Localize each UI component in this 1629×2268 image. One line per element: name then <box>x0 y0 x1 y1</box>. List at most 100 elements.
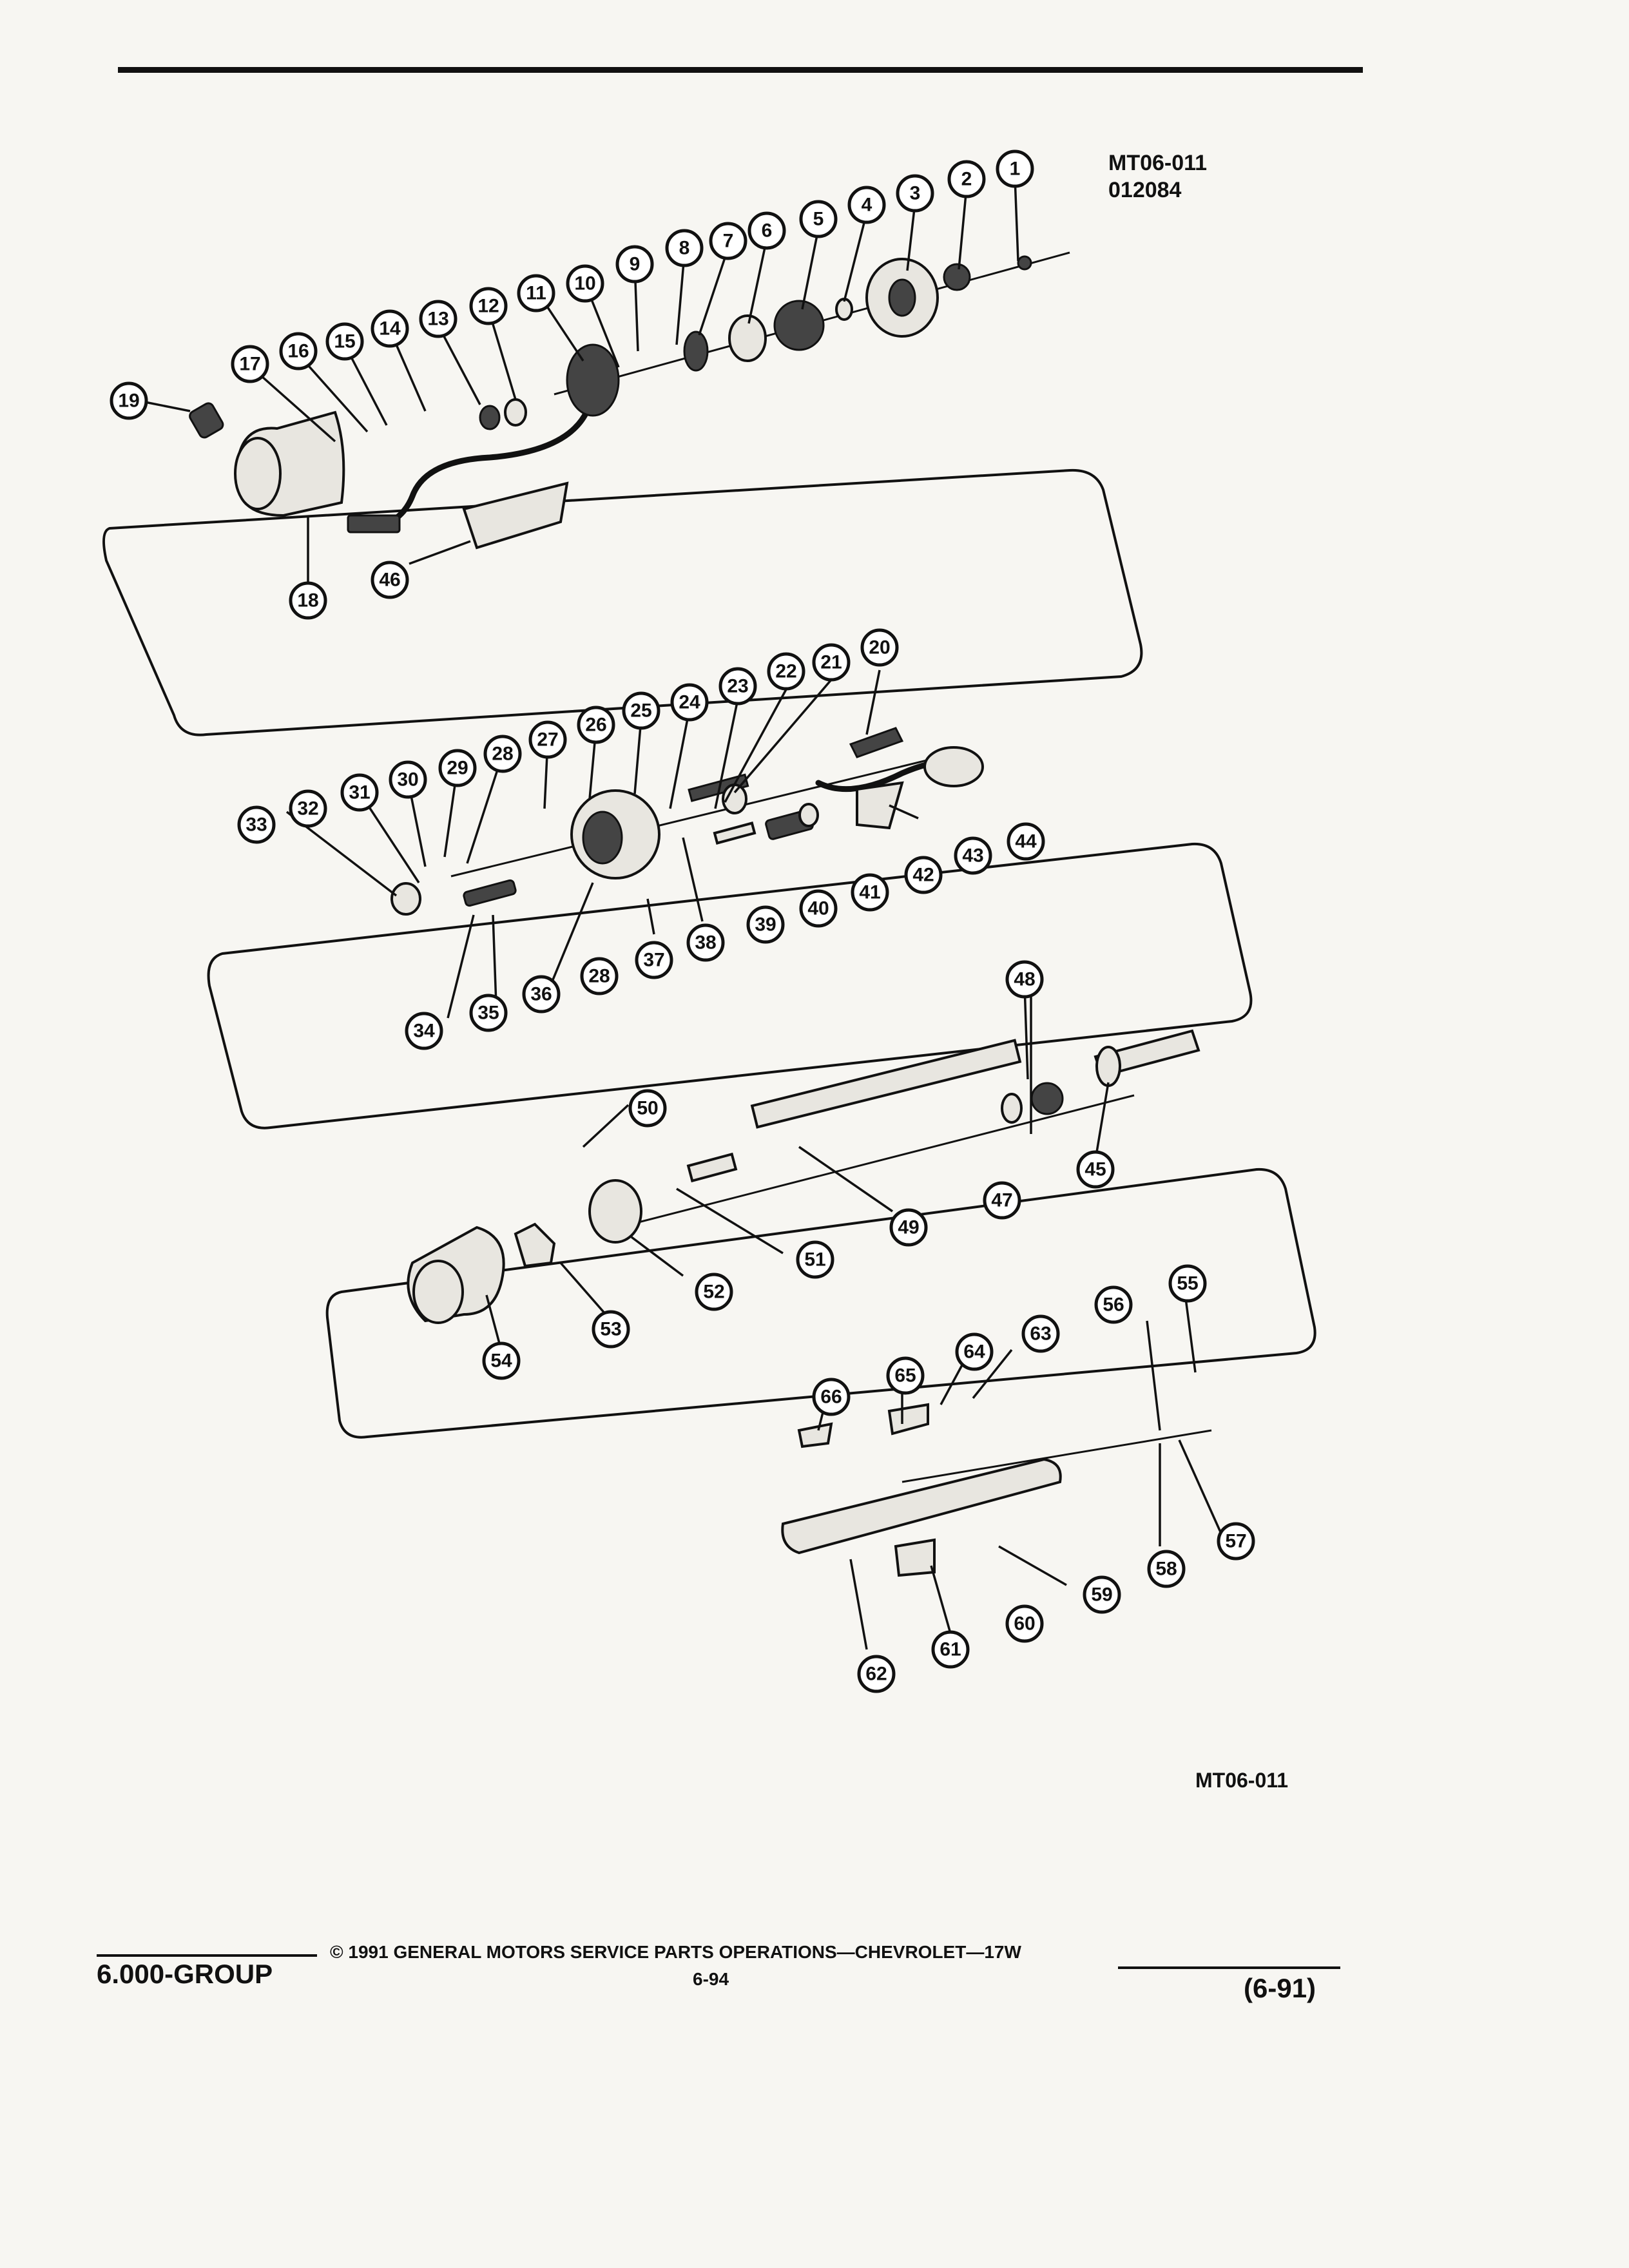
callout-1: 1 <box>996 149 1034 188</box>
callout-63: 63 <box>1021 1314 1060 1353</box>
panel-lower <box>325 1168 1316 1439</box>
svg-text:52: 52 <box>703 1282 724 1303</box>
turn-signal-switch-part <box>566 343 620 417</box>
wiring-harness-part <box>347 409 590 533</box>
svg-text:33: 33 <box>246 814 267 836</box>
callout-19: 19 <box>110 381 148 420</box>
bracket-part-2 <box>797 1422 833 1448</box>
svg-text:66: 66 <box>820 1387 842 1408</box>
callout-16: 16 <box>279 332 318 370</box>
callout-6: 6 <box>747 211 786 250</box>
callout-54: 54 <box>482 1341 521 1380</box>
callout-7: 7 <box>709 222 747 260</box>
lock-cylinder-part <box>189 402 224 439</box>
axis-row3 <box>605 1094 1135 1232</box>
figure-code-header: MT06-011 012084 <box>1108 149 1207 204</box>
callout-47: 47 <box>983 1181 1021 1220</box>
support-part <box>588 1179 642 1244</box>
callout-17: 17 <box>231 345 269 383</box>
callout-46: 46 <box>371 561 409 599</box>
shaft-bolt-part <box>713 822 757 845</box>
callout-28-upper: 28 <box>483 735 522 773</box>
svg-text:11: 11 <box>526 283 546 304</box>
svg-text:42: 42 <box>912 865 934 886</box>
svg-text:16: 16 <box>287 341 309 362</box>
lock-plate-part <box>773 300 825 351</box>
svg-text:31: 31 <box>349 782 370 803</box>
sleeve-part <box>686 1152 738 1183</box>
svg-text:40: 40 <box>807 898 829 919</box>
svg-text:28: 28 <box>492 744 513 765</box>
callout-2: 2 <box>947 160 986 198</box>
callout-13: 13 <box>419 300 458 338</box>
svg-text:14: 14 <box>379 318 401 340</box>
svg-text:50: 50 <box>637 1098 658 1119</box>
callout-60: 60 <box>1005 1604 1044 1643</box>
leader-lines <box>138 177 1222 1650</box>
callout-58: 58 <box>1147 1550 1186 1588</box>
bushing-part <box>390 882 421 916</box>
gate-part <box>894 1538 936 1577</box>
column-jacket-part <box>781 1457 1062 1555</box>
svg-text:3: 3 <box>910 183 921 204</box>
svg-text:61: 61 <box>940 1639 961 1660</box>
svg-text:47: 47 <box>991 1190 1012 1211</box>
plate-part <box>514 1222 556 1268</box>
steering-column-cover-part <box>234 410 345 517</box>
svg-text:41: 41 <box>859 882 880 903</box>
callout-34: 34 <box>405 1012 443 1050</box>
svg-text:59: 59 <box>1091 1584 1112 1606</box>
switch-harness-part <box>815 746 984 793</box>
callout-57: 57 <box>1217 1522 1255 1561</box>
footer-rule-right <box>1118 1966 1340 1969</box>
callout-49: 49 <box>889 1208 928 1247</box>
callout-32: 32 <box>289 789 327 828</box>
svg-text:57: 57 <box>1225 1531 1246 1552</box>
callout-37: 37 <box>635 941 673 979</box>
callout-62: 62 <box>857 1655 896 1693</box>
svg-text:4: 4 <box>862 195 872 216</box>
svg-text:34: 34 <box>413 1021 435 1042</box>
svg-text:39: 39 <box>755 914 776 936</box>
housing-cover-plate-part <box>462 481 569 550</box>
callout-51: 51 <box>796 1240 834 1279</box>
callout-44: 44 <box>1007 822 1045 861</box>
svg-text:65: 65 <box>894 1365 916 1387</box>
svg-text:28: 28 <box>588 966 610 987</box>
callout-22: 22 <box>767 652 805 691</box>
key-warning-switch-part <box>849 727 904 758</box>
svg-text:29: 29 <box>447 758 468 779</box>
svg-text:6: 6 <box>762 220 773 242</box>
callout-12: 12 <box>469 287 508 325</box>
svg-text:17: 17 <box>239 354 260 375</box>
callout-64: 64 <box>955 1332 994 1371</box>
svg-text:44: 44 <box>1015 831 1037 852</box>
callout-55: 55 <box>1168 1264 1207 1303</box>
svg-text:18: 18 <box>297 590 318 611</box>
svg-text:27: 27 <box>537 729 558 751</box>
svg-text:21: 21 <box>820 652 842 673</box>
retaining-ring-part <box>835 298 853 321</box>
axis-row4 <box>901 1429 1212 1483</box>
svg-text:56: 56 <box>1103 1294 1124 1316</box>
callout-31: 31 <box>340 773 379 812</box>
svg-text:23: 23 <box>727 676 748 697</box>
callout-43: 43 <box>954 836 992 875</box>
cancelling-cam-part <box>683 314 767 372</box>
coupling-part <box>1094 1029 1200 1087</box>
panel-upper <box>102 468 1143 736</box>
callout-56: 56 <box>1094 1285 1133 1324</box>
callout-21: 21 <box>812 643 851 682</box>
svg-text:22: 22 <box>775 661 796 682</box>
top-rule <box>118 67 1363 73</box>
svg-text:10: 10 <box>574 273 595 294</box>
callout-9: 9 <box>615 245 654 284</box>
axis-row2 <box>450 749 967 878</box>
sector-part <box>798 803 819 827</box>
callout-30: 30 <box>389 760 427 799</box>
svg-text:9: 9 <box>630 254 641 275</box>
svg-text:62: 62 <box>865 1664 887 1685</box>
callout-10: 10 <box>566 264 604 303</box>
bearing-part <box>479 398 527 430</box>
